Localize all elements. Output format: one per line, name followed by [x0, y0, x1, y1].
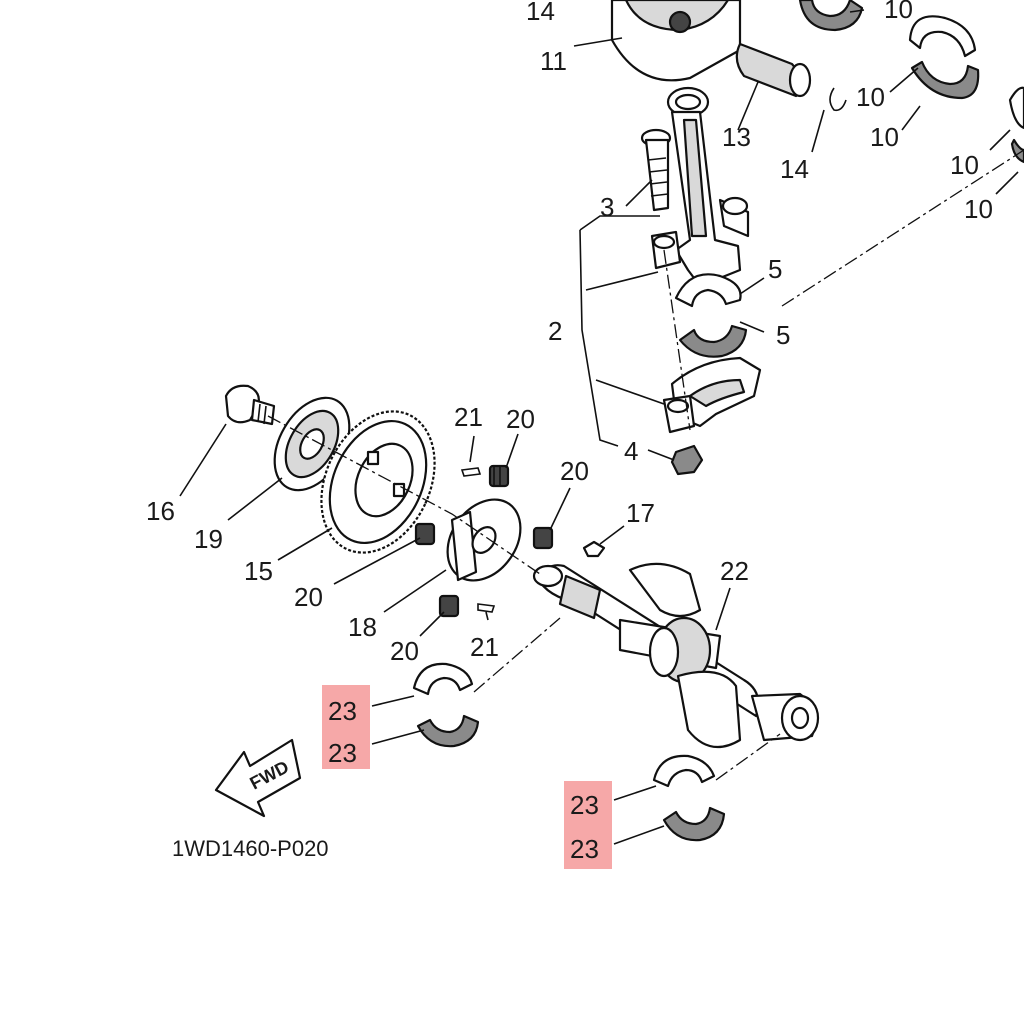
callout-14-a: 14	[526, 0, 555, 26]
callout-23-a: 23	[328, 696, 357, 726]
pin-part-21-b	[477, 603, 496, 613]
leader-lines	[179, 9, 1019, 845]
callout-10-b: 10	[856, 82, 885, 112]
callout-10-a: 10	[884, 0, 913, 24]
callout-21-b: 21	[470, 632, 499, 662]
callouts: 14 10 11 10 10 13 14 10 10 3 5 2 5 4 21 …	[146, 0, 993, 864]
spring-part-20-b	[532, 526, 554, 550]
highlight-23-d	[564, 825, 612, 869]
callout-23-c: 23	[570, 790, 599, 820]
callout-10-e: 10	[964, 194, 993, 224]
bolt-part-16	[224, 384, 276, 426]
callout-10-d: 10	[950, 150, 979, 180]
bearing-part-10-c	[1008, 86, 1024, 164]
callout-23-d: 23	[570, 834, 599, 864]
callout-10-c: 10	[870, 122, 899, 152]
piston-pin-part-13	[735, 42, 812, 98]
circlip-part-14	[829, 87, 847, 112]
spring-part-20-d	[438, 594, 460, 618]
bearing-part-10-b	[908, 15, 980, 100]
rod-bolt-part-3	[640, 128, 682, 270]
fwd-arrow-icon	[214, 738, 302, 818]
callout-3: 3	[600, 192, 614, 222]
rod-cap	[662, 356, 762, 434]
rod-nut-part-4	[670, 444, 704, 476]
centerlines	[267, 149, 1024, 781]
piston-part-11	[610, 0, 742, 82]
callout-22: 22	[720, 556, 749, 586]
crankshaft-part-22	[532, 562, 820, 749]
callout-20-c: 20	[294, 582, 323, 612]
callout-5-a: 5	[768, 254, 782, 284]
gear-part-15	[320, 410, 436, 554]
bearing-part-10-top	[798, 0, 864, 32]
callout-14-b: 14	[780, 154, 809, 184]
main-bearing-23-right	[652, 754, 726, 842]
callout-18: 18	[348, 612, 377, 642]
callout-20-a: 20	[506, 404, 535, 434]
callout-15: 15	[244, 556, 273, 586]
callout-5-b: 5	[776, 320, 790, 350]
callout-13: 13	[722, 122, 751, 152]
callout-11: 11	[540, 46, 567, 76]
spring-part-20-c	[414, 522, 436, 546]
callout-4: 4	[624, 436, 638, 466]
highlight-23-b	[322, 727, 370, 769]
callout-17: 17	[626, 498, 655, 528]
damper-plate-part-18	[446, 498, 522, 582]
callout-16: 16	[146, 496, 175, 526]
callout-20-d: 20	[390, 636, 419, 666]
rod-bearing-part-5	[674, 273, 748, 358]
highlight-23-c	[564, 781, 612, 825]
connecting-rod-part-2	[666, 86, 750, 288]
callout-2: 2	[548, 316, 562, 346]
callout-23-b: 23	[328, 738, 357, 768]
callout-19: 19	[194, 524, 223, 554]
callout-21-a: 21	[454, 402, 483, 432]
main-bearing-23-left	[412, 662, 480, 748]
spring-part-20-a	[488, 464, 510, 488]
part-code: 1WD1460-P020	[172, 836, 329, 861]
key-part-17	[582, 540, 606, 558]
pin-part-21-a	[460, 467, 482, 477]
highlight-23-a	[322, 685, 370, 727]
callout-20-b: 20	[560, 456, 589, 486]
